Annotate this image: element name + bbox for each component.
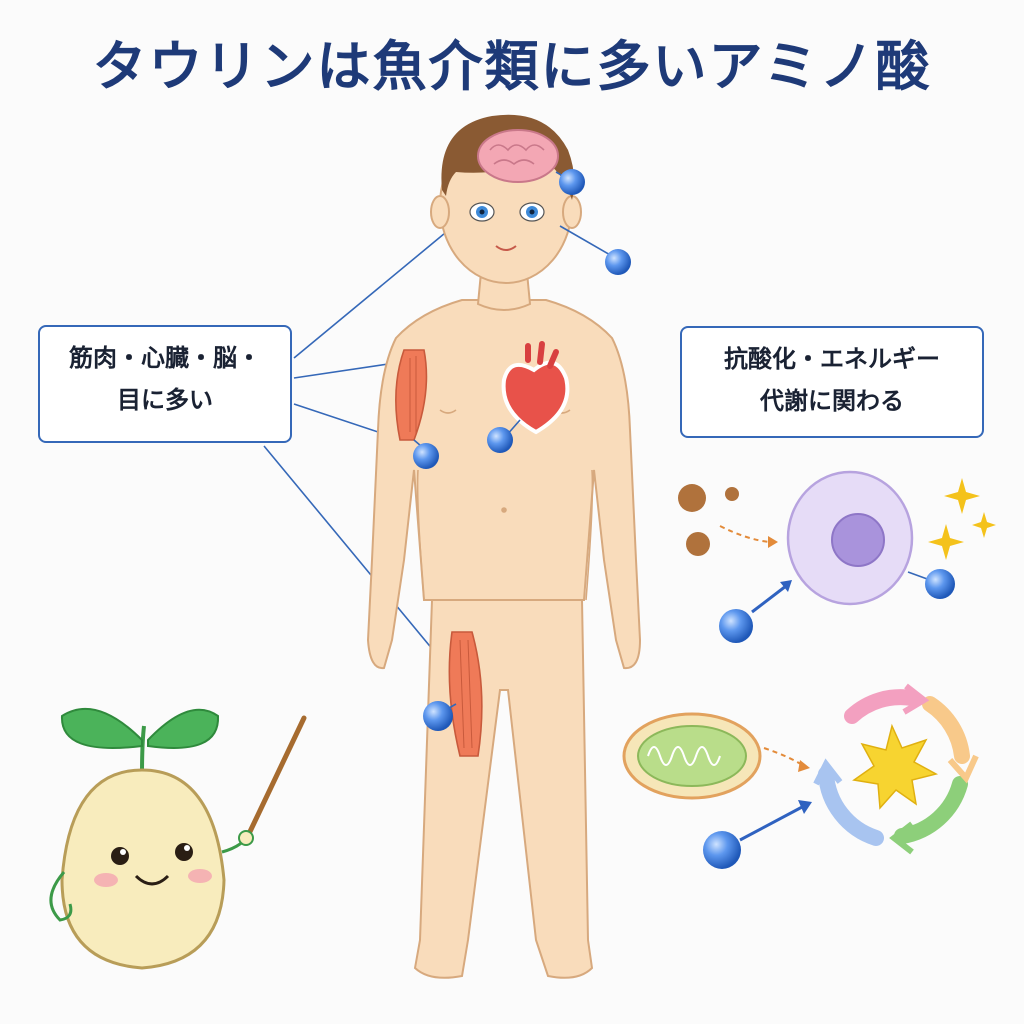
molecule-icon-cell bbox=[925, 569, 955, 599]
molecule-icon-cycle bbox=[703, 831, 741, 869]
callout-organs-line2: 目に多い bbox=[117, 386, 213, 414]
sprout-mascot bbox=[49, 707, 307, 970]
human-body bbox=[366, 126, 642, 979]
callout-functions-line2: 代謝に関わる bbox=[760, 387, 904, 415]
callout-functions-line1: 抗酸化・エネルギー bbox=[724, 345, 940, 373]
arrow-to-cell bbox=[719, 525, 771, 543]
brain-icon bbox=[477, 129, 559, 183]
callout-box-organs: 筋肉・心臓・脳・ 目に多い bbox=[38, 325, 292, 443]
mitochondria-icon bbox=[622, 712, 762, 800]
sparkle-icon bbox=[928, 478, 996, 560]
molecule-icon-group bbox=[413, 169, 631, 731]
mouth bbox=[495, 245, 517, 251]
molecule-icon-cell-in bbox=[719, 609, 753, 643]
eye-icon bbox=[469, 202, 545, 222]
muscle-icon-leg bbox=[448, 631, 483, 757]
page-title: タウリンは魚介類に多いアミノ酸 bbox=[92, 35, 932, 98]
free-radical-icon bbox=[678, 484, 739, 556]
cycle-icon bbox=[818, 689, 970, 846]
cell-icon bbox=[786, 470, 914, 606]
arrow-to-cycle bbox=[763, 747, 805, 767]
callout-box-functions: 抗酸化・エネルギー 代謝に関わる bbox=[680, 326, 984, 438]
heart-icon bbox=[501, 341, 570, 435]
callout-organs-line1: 筋肉・心臓・脳・ bbox=[69, 344, 261, 372]
energy-star-icon bbox=[852, 723, 939, 810]
